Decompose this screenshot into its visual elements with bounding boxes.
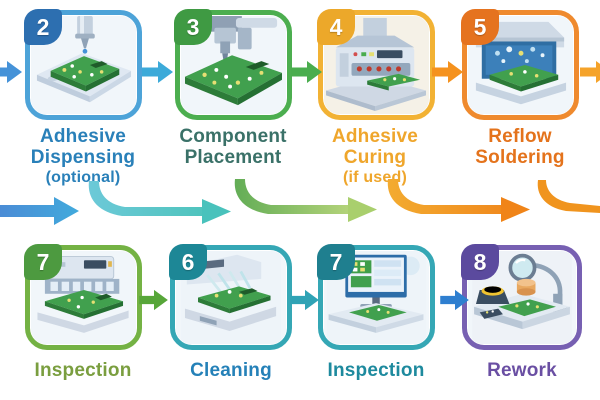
- label-component-placement: Component Placement: [153, 126, 313, 168]
- label-line: Rework: [487, 360, 557, 381]
- step-number-badge: 7: [317, 244, 355, 280]
- swoosh-orange-arrow-icon: [387, 179, 530, 222]
- aoi-machine-icon: [33, 251, 134, 344]
- row-transition-straight-arrow-icon: [0, 197, 79, 225]
- step-card-reflow-soldering: 5: [461, 9, 579, 120]
- step-number-badge: 3: [174, 9, 212, 45]
- label-cleaning: Cleaning: [151, 360, 311, 381]
- step-number-badge: 4: [317, 9, 355, 45]
- component-placement-illustration: [181, 16, 286, 114]
- label-reflow-soldering: Reflow Soldering: [440, 126, 600, 168]
- arrow-cleaning-to-inspection-icon: [290, 289, 319, 311]
- label-rework: Rework: [442, 360, 600, 381]
- flow-entry-arrow-icon: [0, 61, 22, 83]
- label-line: Placement: [184, 147, 282, 168]
- step-card-adhesive-dispensing: 2: [24, 9, 142, 120]
- label-line: Adhesive: [39, 126, 127, 147]
- swoosh-orange-exit-icon: [537, 180, 600, 213]
- arrow-inspection-to-rework-icon: [440, 289, 469, 311]
- curing-oven-icon: [324, 16, 429, 114]
- arrow-dispensing-to-placement-icon: [142, 61, 173, 83]
- arrow-curing-to-reflow-icon: [432, 61, 463, 83]
- arrow-placement-to-curing-icon: [291, 61, 322, 83]
- label-line: Adhesive: [331, 126, 419, 147]
- step-card-component-placement: 3: [174, 9, 292, 120]
- step-card-cleaning: 6: [169, 244, 292, 350]
- step-number-badge: 7: [24, 244, 62, 280]
- flow-exit-arrow-icon: [580, 61, 600, 83]
- step-number-badge: 2: [24, 9, 62, 45]
- swoosh-teal-arrow-icon: [88, 181, 231, 224]
- step-card-inspection-2: 7: [317, 244, 435, 350]
- step-card-inspection-1: 7: [24, 244, 142, 350]
- label-adhesive-dispensing: Adhesive Dispensing (optional): [3, 126, 163, 187]
- label-line: Curing: [343, 147, 407, 168]
- step-number-badge: 8: [461, 244, 499, 280]
- pick-and-place-head-icon: [181, 16, 286, 114]
- label-line: Component: [179, 126, 287, 147]
- step-number-badge: 6: [169, 244, 207, 280]
- label-line: Inspection: [34, 360, 132, 381]
- swoosh-green-arrow-icon: [234, 179, 377, 222]
- step-number-badge: 5: [461, 9, 499, 45]
- aoi-inspection-illustration: [31, 251, 136, 344]
- label-line: Inspection: [327, 360, 425, 381]
- label-line: Soldering: [475, 147, 565, 168]
- step-card-rework: 8: [461, 244, 582, 350]
- arrow-inspection-to-cleaning-icon: [139, 289, 168, 311]
- label-adhesive-curing: Adhesive Curing (if used): [295, 126, 455, 187]
- cleaning-machine-icon: [181, 251, 281, 344]
- adhesive-curing-illustration: [324, 16, 429, 114]
- label-inspection-2: Inspection: [296, 360, 456, 381]
- step-card-adhesive-curing: 4: [317, 9, 435, 120]
- label-line: Dispensing: [30, 147, 136, 168]
- label-note: (optional): [45, 169, 121, 186]
- label-line: Cleaning: [190, 360, 272, 381]
- label-line: Reflow: [488, 126, 552, 147]
- label-inspection-1: Inspection: [3, 360, 163, 381]
